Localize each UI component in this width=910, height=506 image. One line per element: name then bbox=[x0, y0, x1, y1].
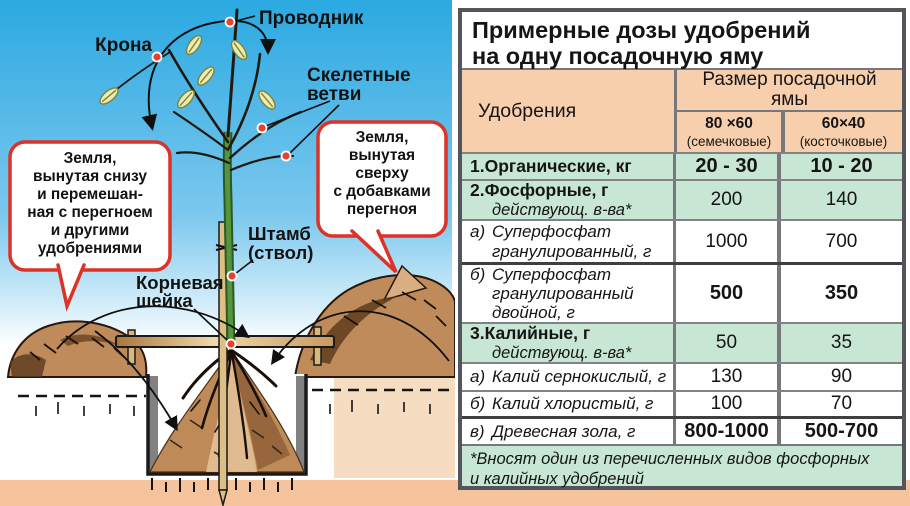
table-row-potassium-sulfate: а)Калий сернокислый, г 130 90 bbox=[462, 362, 902, 390]
row-value-80x60: 800-1000 bbox=[673, 419, 777, 444]
row-value-80x60: 100 bbox=[673, 392, 777, 416]
row-value-80x60: 1000 bbox=[673, 221, 777, 262]
row-label: 2.Фосфорные, г действующ. в-ва* bbox=[470, 179, 632, 219]
svg-text:ная с перегноем: ная с перегноем bbox=[27, 204, 153, 221]
table-row-wood-ash: в)Древесная зола, г 800-1000 500-700 bbox=[462, 416, 902, 444]
svg-text:вынутая: вынутая bbox=[349, 147, 415, 164]
point-markers bbox=[151, 16, 292, 350]
table-title-line1: Примерные дозы удобрений bbox=[472, 17, 811, 43]
row-value-80x60: 50 bbox=[673, 324, 777, 362]
svg-text:вынутая снизу: вынутая снизу bbox=[33, 168, 147, 185]
column-header-60x40: 60×40 (косточковые) bbox=[781, 112, 902, 152]
row-label: б)Калий хлористый, г bbox=[470, 394, 654, 414]
callout-soil-from-top: Земля, вынутая сверху с добавками перегн… bbox=[316, 120, 448, 274]
table-row-potassium: 3.Калийные, г действующ. в-ва* 50 35 bbox=[462, 322, 902, 362]
row-label: а)Суперфосфат гранулированный, г bbox=[470, 222, 652, 261]
column-header-pit-size-group: Размер посадочной ямы 80 ×60 (семечковые… bbox=[674, 70, 902, 152]
row-label: а)Калий сернокислый, г bbox=[470, 367, 667, 387]
column-header-pit-size: Размер посадочной ямы bbox=[677, 70, 902, 112]
label-crown: Крона bbox=[95, 35, 152, 56]
svg-text:и другими: и другими bbox=[51, 222, 130, 239]
row-value-80x60: 200 bbox=[673, 181, 777, 219]
row-value-60x40: 350 bbox=[777, 265, 902, 322]
table-footnote: *Вносят один из перечисленных видов фосф… bbox=[462, 444, 902, 489]
table-title-line2: на одну посадочную яму bbox=[472, 43, 764, 70]
row-value-60x40: 700 bbox=[777, 221, 902, 262]
row-value-80x60: 20 - 30 bbox=[673, 154, 777, 179]
svg-text:и перемешан-: и перемешан- bbox=[37, 186, 143, 203]
crown-arc bbox=[141, 19, 276, 131]
footnote-line2: и калийных удобрений bbox=[470, 470, 644, 489]
row-value-80x60: 500 bbox=[673, 265, 777, 322]
subsoil-lines bbox=[18, 388, 452, 398]
row-value-80x60: 130 bbox=[673, 364, 777, 390]
label-root-collar-line1: Корневая bbox=[136, 272, 224, 293]
table-header: Удобрения Размер посадочной ямы 80 ×60 (… bbox=[462, 68, 902, 152]
table-row-organic: 1.Органические, кг 20 - 30 10 - 20 bbox=[462, 152, 902, 179]
svg-text:перегноя: перегноя bbox=[347, 201, 417, 218]
label-trunk-line2: (ствол) bbox=[248, 242, 313, 263]
table-row-potassium-chloride: б)Калий хлористый, г 100 70 bbox=[462, 390, 902, 416]
svg-text:удобрениями: удобрениями bbox=[38, 240, 142, 257]
row-label: в)Древесная зола, г bbox=[470, 421, 636, 441]
row-value-60x40: 10 - 20 bbox=[777, 154, 902, 179]
column-header-fertilizers: Удобрения bbox=[478, 99, 577, 122]
soil-arrows bbox=[56, 305, 450, 432]
row-value-60x40: 140 bbox=[777, 181, 902, 219]
svg-text:сверху: сверху bbox=[355, 165, 409, 182]
row-value-60x40: 70 bbox=[777, 392, 902, 416]
fertilizer-panel: Примерные дозы удобрений на одну посадоч… bbox=[455, 0, 910, 506]
row-label: 3.Калийные, г действующ. в-ва* bbox=[470, 322, 632, 362]
column-header-80x60: 80 ×60 (семечковые) bbox=[686, 115, 772, 149]
row-value-60x40: 35 bbox=[777, 324, 902, 362]
svg-text:с добавками: с добавками bbox=[333, 183, 430, 200]
table-row-phosphorus: 2.Фосфорные, г действующ. в-ва* 200 140 bbox=[462, 179, 902, 219]
svg-text:Земля,: Земля, bbox=[356, 129, 409, 146]
footnote-line1: *Вносят один из перечисленных видов фосф… bbox=[470, 450, 870, 468]
label-skeletal-branches-line2: ветви bbox=[307, 84, 361, 105]
left-soil-mound bbox=[6, 320, 148, 378]
row-label: б)Суперфосфат гранулированный двойной, г bbox=[470, 264, 634, 323]
callout-soil-from-bottom: Земля, вынутая снизу и перемешан- ная с … bbox=[8, 140, 172, 312]
label-root-collar-line2: шейка bbox=[136, 290, 193, 311]
table-row-double-superphosphate: б)Суперфосфат гранулированный двойной, г… bbox=[462, 262, 902, 322]
label-leader: Проводник bbox=[259, 8, 364, 29]
row-value-60x40: 90 bbox=[777, 364, 902, 390]
svg-text:Земля,: Земля, bbox=[64, 150, 117, 167]
pointer-lines bbox=[193, 15, 340, 341]
table-title: Примерные дозы удобрений на одну посадоч… bbox=[462, 12, 902, 70]
row-label: 1.Органические, кг bbox=[470, 155, 632, 176]
label-trunk-line1: Штамб bbox=[248, 223, 311, 244]
planting-diagram: Проводник Крона Скелетные ветви Штамб (с… bbox=[0, 0, 455, 506]
row-value-60x40: 500-700 bbox=[777, 419, 902, 444]
fertilizer-table: Примерные дозы удобрений на одну посадоч… bbox=[458, 8, 906, 490]
table-row-superphosphate: а)Суперфосфат гранулированный, г 1000 70… bbox=[462, 219, 902, 262]
label-skeletal-branches-line1: Скелетные bbox=[307, 65, 411, 86]
